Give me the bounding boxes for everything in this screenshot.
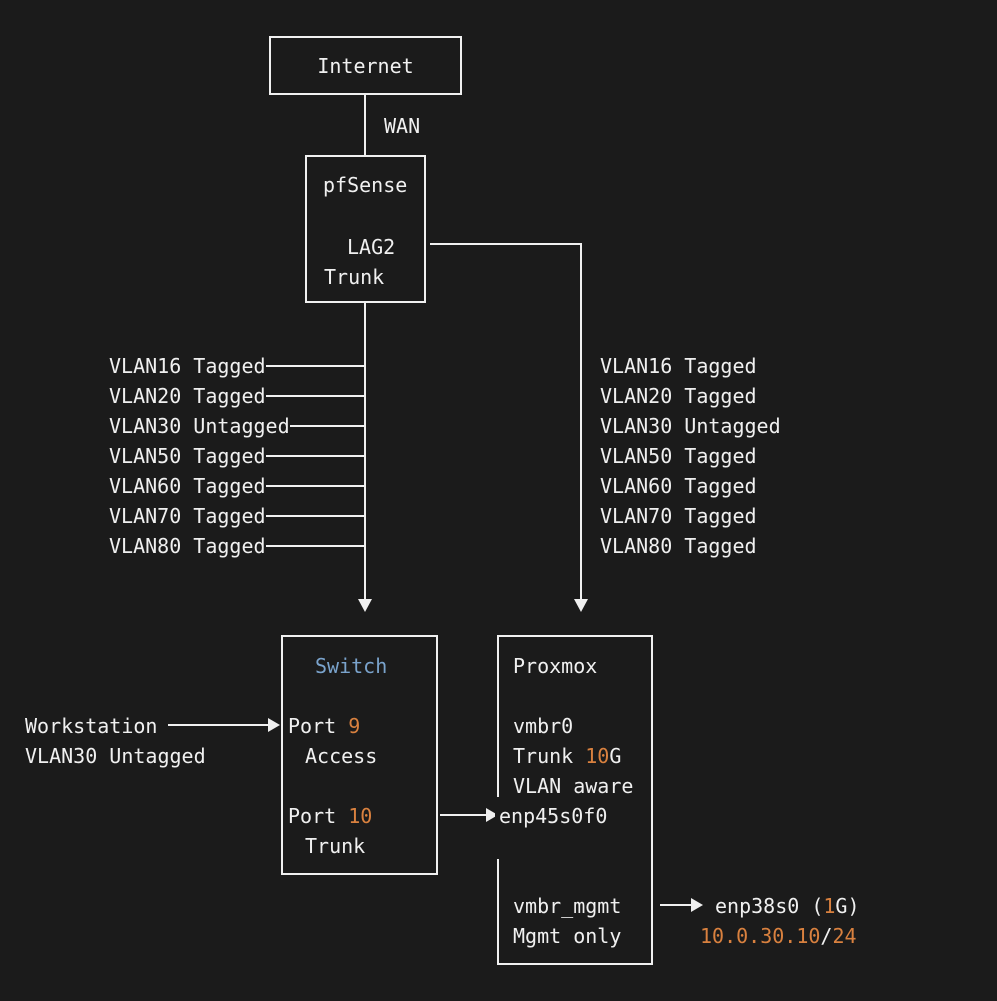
switch-port10-mode: Trunk <box>305 834 366 858</box>
pfsense-switch-trunk-line <box>364 303 366 599</box>
vlan-label: VLAN80 Tagged <box>109 534 266 558</box>
arrow-down-icon <box>358 599 372 612</box>
mgmt-nic-ip: 10.0.30.10/24 <box>700 921 857 951</box>
vlan-row: VLAN80 Tagged <box>109 531 366 561</box>
mgmt-nic-label: enp38s0 (1G) <box>715 891 860 921</box>
internet-label: Internet <box>317 53 414 78</box>
vlan-label: VLAN60 Tagged <box>600 474 757 498</box>
vlan-tick-line <box>265 485 366 487</box>
mgmt-nic-line <box>660 904 691 906</box>
vlan-tick-line <box>265 395 366 397</box>
vlan-tick-line <box>265 545 366 547</box>
vlan-row: VLAN60 Tagged <box>109 471 366 501</box>
pfsense-node <box>305 155 426 303</box>
trunk-label: Trunk <box>513 744 586 768</box>
proxmox-border-gap <box>495 797 501 859</box>
trunk-speed: 10 <box>585 744 610 768</box>
switch-node <box>281 635 438 875</box>
switch-port9-mode: Access <box>305 744 378 768</box>
vlan-label: VLAN20 Tagged <box>109 384 266 408</box>
pfsense-proxmox-trunk-vline <box>580 243 582 599</box>
mgmt-nic-name-suffix: G) <box>835 894 860 918</box>
wan-link-label: WAN <box>384 114 421 138</box>
pfsense-trunk-label: Trunk <box>324 265 385 289</box>
port10-label: Port <box>288 804 349 828</box>
vlan-label: VLAN50 Tagged <box>109 444 266 468</box>
proxmox-trunk-label: Trunk 10G <box>513 741 621 771</box>
mgmt-nic-speed: 1 <box>823 894 836 918</box>
vlan-tick-line <box>289 425 366 427</box>
trunk-unit: G <box>609 744 622 768</box>
pfsense-proxmox-trunk-hline <box>430 243 581 245</box>
workstation-vlan-label: VLAN30 Untagged <box>25 744 206 768</box>
port9-number: 9 <box>348 714 361 738</box>
vlan-label: VLAN50 Tagged <box>600 444 757 468</box>
pfsense-title: pfSense <box>323 173 408 197</box>
vlan-label: VLAN30 Untagged <box>600 414 781 438</box>
vlan-row: VLAN20 Tagged <box>109 381 366 411</box>
vlan-label: VLAN80 Tagged <box>600 534 757 558</box>
proxmox-bridge0-label: vmbr0 <box>513 714 574 738</box>
vlan-label: VLAN70 Tagged <box>109 504 266 528</box>
vlan-label: VLAN16 Tagged <box>109 354 266 378</box>
vlan-tick-line <box>265 365 366 367</box>
proxmox-vlan-aware-label: VLAN aware <box>513 774 634 798</box>
port10-number: 10 <box>348 804 373 828</box>
internet-node: Internet <box>269 36 462 95</box>
vlan-row: VLAN70 Tagged <box>109 501 366 531</box>
proxmox-mgmt-desc-label: Mgmt only <box>513 924 622 948</box>
ip-slash: / <box>820 924 833 948</box>
arrow-right-icon <box>268 718 280 732</box>
vlan-row: VLAN16 Tagged <box>109 351 366 381</box>
arrow-down-icon <box>574 599 588 612</box>
ip-address: 10.0.30.10 <box>700 924 821 948</box>
vlan-row: VLAN30 Untagged <box>109 411 366 441</box>
vlan-label: VLAN60 Tagged <box>109 474 266 498</box>
port9-label: Port <box>288 714 349 738</box>
vlan-label: VLAN16 Tagged <box>600 354 757 378</box>
vlan-label: VLAN20 Tagged <box>600 384 757 408</box>
proxmox-title: Proxmox <box>513 654 598 678</box>
switch-port9: Port 9 <box>288 711 360 741</box>
proxmox-nic-label: enp45s0f0 <box>499 804 608 828</box>
wan-link-line <box>364 95 366 155</box>
workstation-switch-line <box>168 724 268 726</box>
proxmox-mgmt-bridge-label: vmbr_mgmt <box>513 894 622 918</box>
switch-port10: Port 10 <box>288 801 372 831</box>
mgmt-nic-name: enp38s0 ( <box>715 894 824 918</box>
vlan-row: VLAN50 Tagged <box>109 441 366 471</box>
vlan-tick-line <box>265 515 366 517</box>
pfsense-lag-label: LAG2 <box>347 235 396 259</box>
vlan-tick-line <box>265 455 366 457</box>
workstation-label: Workstation <box>25 714 158 738</box>
switch-title: Switch <box>315 654 388 678</box>
arrow-right-icon <box>691 898 703 912</box>
switch-proxmox-line <box>440 814 486 816</box>
vlan-label: VLAN30 Untagged <box>109 414 290 438</box>
ip-mask: 24 <box>832 924 857 948</box>
vlan-label: VLAN70 Tagged <box>600 504 757 528</box>
